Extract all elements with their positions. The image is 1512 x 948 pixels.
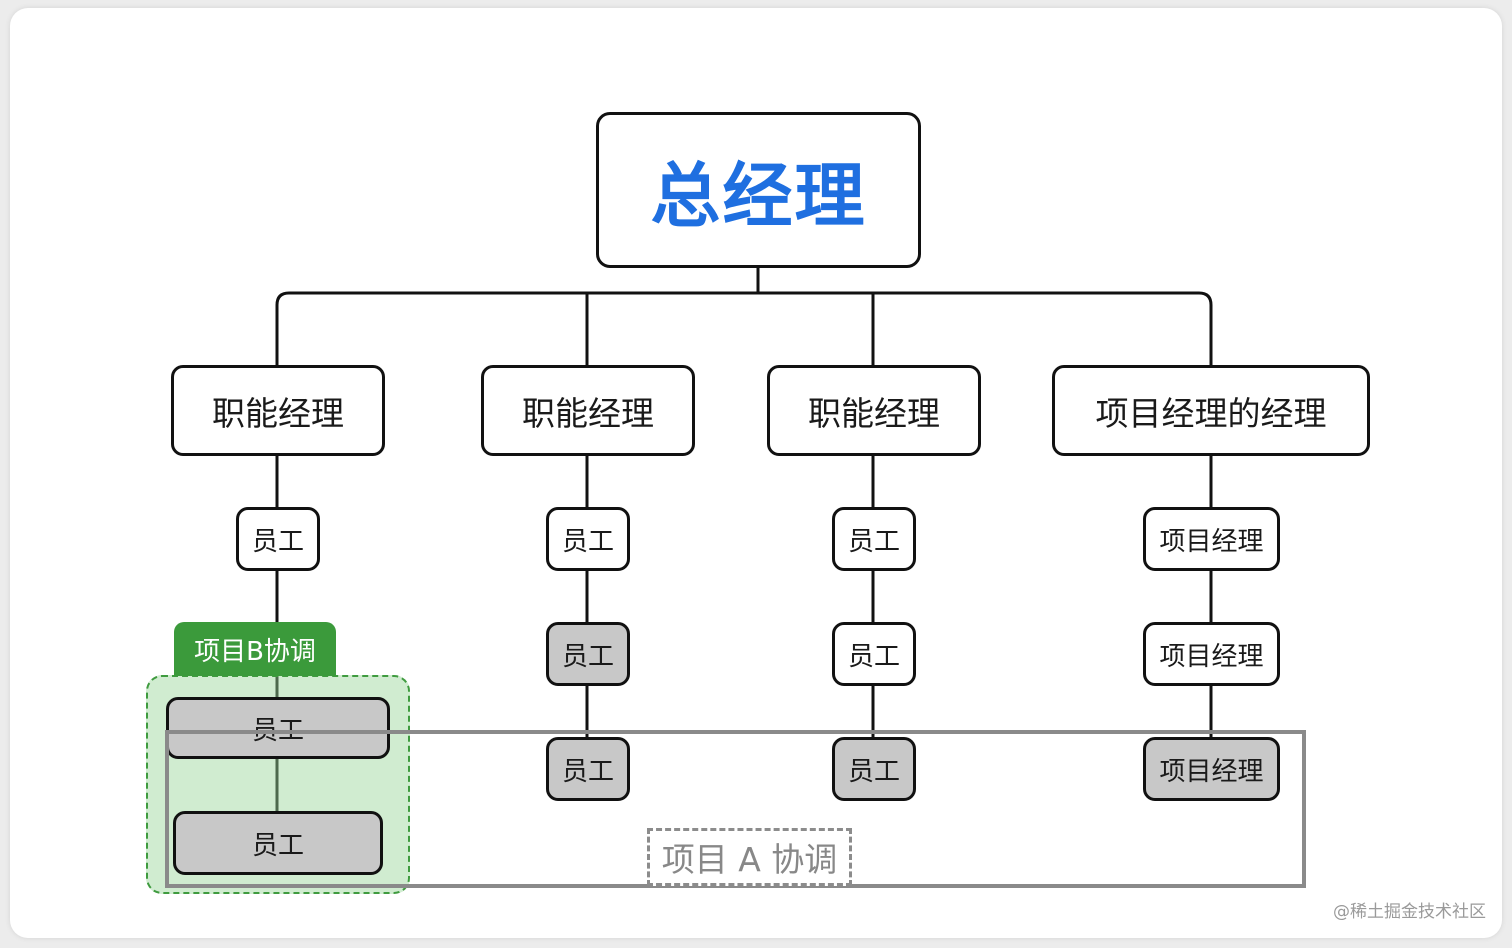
col4-project-manager-2: 项目经理 [1143, 622, 1280, 686]
project-a-label: 项目 A 协调 [647, 828, 852, 886]
watermark: @稀土掘金技术社区 [1333, 902, 1486, 922]
col3-employee-1: 员工 [832, 507, 916, 571]
col4-project-manager-1: 项目经理 [1143, 507, 1280, 571]
col3-employee-3: 员工 [832, 737, 916, 801]
project-b-label: 项目B协调 [174, 622, 336, 676]
col1-employee-2: 员工 [166, 697, 390, 759]
col2-employee-2: 员工 [546, 622, 630, 686]
col4-project-manager-3: 项目经理 [1143, 737, 1280, 801]
col3-employee-2: 员工 [832, 622, 916, 686]
col1-employee-3: 员工 [173, 811, 383, 875]
functional-manager-2: 职能经理 [481, 365, 695, 456]
functional-manager-3: 职能经理 [767, 365, 981, 456]
functional-manager-1: 职能经理 [171, 365, 385, 456]
col2-employee-3: 员工 [546, 737, 630, 801]
col2-employee-1: 员工 [546, 507, 630, 571]
col1-employee-1: 员工 [236, 507, 320, 571]
general-manager-node: 总经理 [596, 112, 921, 268]
project-a-frame [165, 730, 1306, 888]
bus-line [275, 291, 1213, 365]
project-managers-manager: 项目经理的经理 [1052, 365, 1370, 456]
